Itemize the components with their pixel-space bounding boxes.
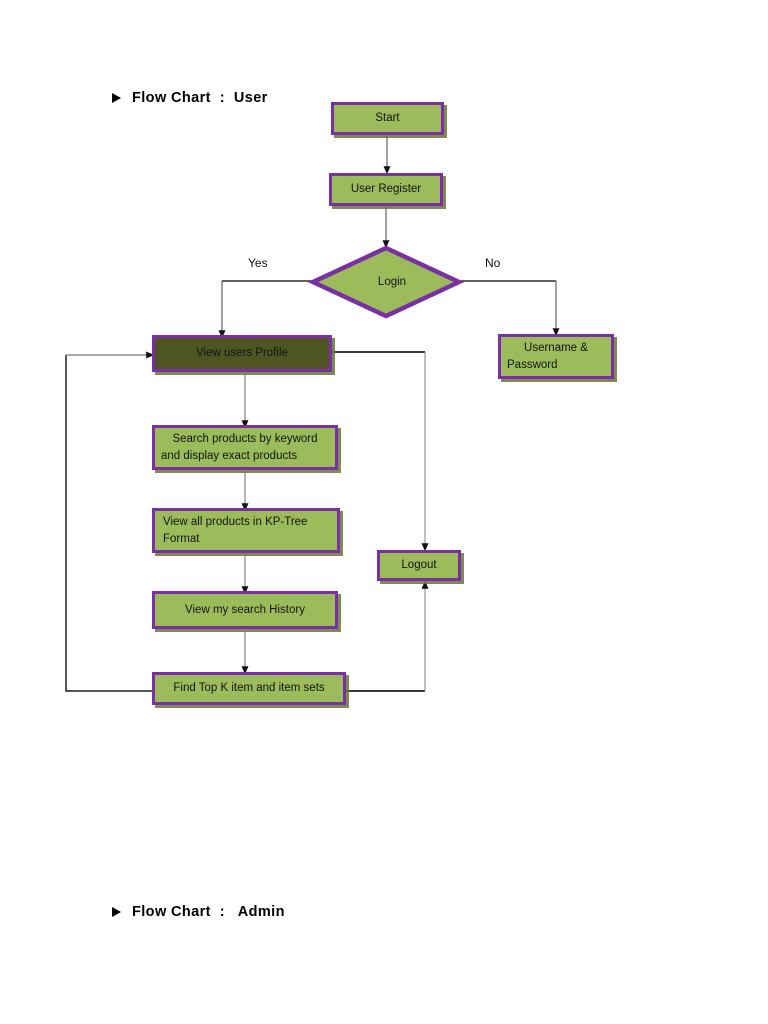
node-logout[interactable]: Logout — [377, 550, 461, 581]
node-view-search-history[interactable]: View my search History — [152, 591, 338, 629]
node-username-password-line1: Username & — [524, 341, 588, 354]
node-view-kptree-line2: Format — [163, 532, 200, 545]
node-start-label: Start — [375, 112, 400, 125]
triangle-right-icon — [112, 907, 121, 917]
node-username-password[interactable]: Username & Password — [498, 334, 614, 379]
node-view-users-profile-label: View users Profile — [196, 347, 288, 360]
section-heading-admin: Flow Chart : Admin — [112, 904, 285, 920]
edge-topk-loop-left — [65, 355, 152, 692]
diamond-shape — [307, 245, 465, 319]
section-heading-admin-label: Flow Chart : Admin — [132, 904, 285, 920]
node-start[interactable]: Start — [331, 102, 444, 135]
node-user-register-label: User Register — [350, 183, 422, 196]
node-view-kptree-line1: View all products in KP-Tree — [163, 515, 308, 528]
node-search-products-line1: Search products by keyword — [172, 432, 318, 445]
node-username-password-line2: Password — [507, 358, 558, 371]
section-heading-user: Flow Chart : User — [112, 90, 268, 106]
node-search-products-line2: and display exact products — [161, 449, 298, 462]
triangle-right-icon — [112, 93, 121, 103]
edge-label-no: No — [485, 256, 501, 270]
node-view-search-history-label: View my search History — [185, 603, 305, 616]
node-search-products[interactable]: Search products by keyword and display e… — [152, 425, 338, 470]
node-view-users-profile[interactable]: View users Profile — [152, 335, 332, 372]
node-find-topk[interactable]: Find Top K item and item sets — [152, 672, 346, 705]
node-user-register[interactable]: User Register — [329, 173, 443, 206]
node-logout-label: Logout — [401, 559, 437, 572]
node-view-kptree[interactable]: View all products in KP-Tree Format — [152, 508, 340, 553]
section-heading-user-label: Flow Chart : User — [132, 90, 268, 106]
node-find-topk-label: Find Top K item and item sets — [173, 682, 325, 695]
edge-label-yes: Yes — [248, 256, 268, 270]
node-login-decision[interactable]: Login — [307, 245, 465, 319]
